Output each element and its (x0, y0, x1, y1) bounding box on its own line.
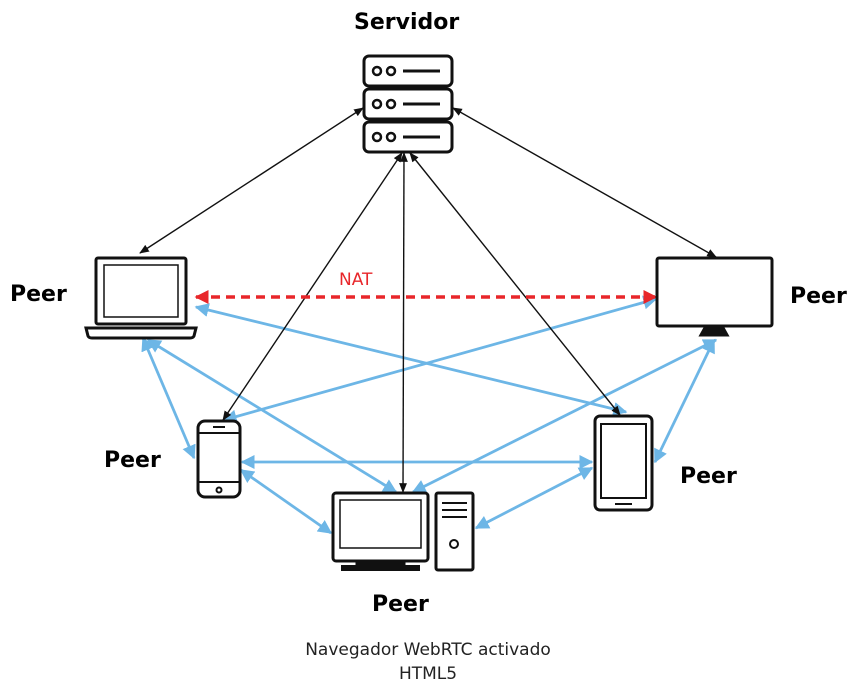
edge-laptop-tablet (194, 303, 628, 416)
edge-laptop-desktop (146, 338, 398, 494)
edge-server-desktop (399, 152, 408, 493)
caption-line-2: HTML5 (398, 664, 458, 684)
server-label: Servidor (354, 10, 460, 35)
edge-server-laptop (139, 107, 364, 254)
edge-server-monitor (452, 107, 717, 258)
peer-laptop-label: Peer (10, 282, 67, 307)
tablet-icon (593, 414, 654, 512)
peer-tablet-label: Peer (680, 464, 737, 489)
server-icon (362, 54, 454, 154)
edge-desktop-tablet (474, 466, 594, 530)
desktop-computer-icon (331, 491, 475, 572)
connections-layer (139, 107, 718, 535)
nat-label: NAT (339, 270, 373, 290)
edge-phone-desktop (239, 468, 333, 535)
caption-line-1: Navegador WebRTC activado (305, 640, 551, 660)
edge-laptop-phone (141, 336, 196, 460)
monitor-icon (655, 256, 774, 337)
edge-monitor-desktop (411, 338, 718, 494)
laptop-icon (84, 256, 198, 340)
edge-monitor-tablet (653, 338, 716, 464)
peer-monitor-label: Peer (790, 284, 847, 309)
smartphone-icon (196, 419, 242, 499)
peer-phone-label: Peer (104, 448, 161, 473)
edge-server-tablet (409, 152, 621, 416)
edge-server-phone (222, 152, 403, 421)
peer-desktop-label: Peer (372, 592, 429, 617)
